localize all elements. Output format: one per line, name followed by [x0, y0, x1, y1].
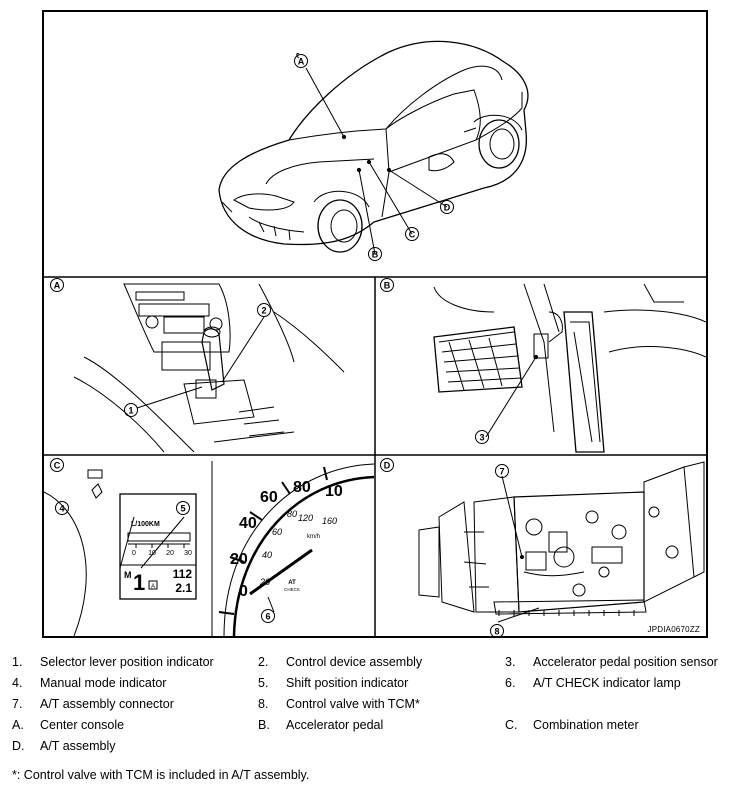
legend-number: 8. — [258, 697, 269, 711]
callout-d-vehicle: D — [444, 203, 451, 213]
callout-7: 7 — [499, 467, 504, 477]
legend-number: 7. — [12, 697, 23, 711]
callout-8: 8 — [494, 627, 499, 637]
shift-position-indicator: 1 — [133, 570, 145, 595]
legend-number: A. — [12, 718, 24, 732]
panel-b-label: B — [384, 281, 391, 291]
accelerator-pedal-drawing — [433, 283, 706, 453]
legend-number: 6. — [505, 676, 516, 690]
display-scale-0: 0 — [132, 550, 136, 557]
figure-code: JPDIA0670ZZ — [647, 625, 700, 634]
display-unit: L/100KM — [131, 521, 160, 528]
callout-4: 4 — [59, 504, 64, 514]
speedometer-labels: 0 20 40 60 80 10 20 40 60 80 120 160 km/… — [230, 479, 343, 600]
panel-a-label: A — [54, 281, 61, 291]
speedo-inner-60: 60 — [272, 527, 282, 537]
speedo-inner-80: 80 — [287, 509, 297, 519]
vehicle-drawing — [218, 40, 529, 255]
callout-6: 6 — [265, 612, 270, 622]
speedo-outer-40: 40 — [239, 515, 257, 532]
component-location-figure: A B C D A B C D 1 2 3 4 5 6 7 8 L/100KM … — [42, 10, 708, 638]
at-check-lamp-line1: AT — [288, 580, 296, 586]
callout-3: 3 — [479, 433, 484, 443]
speedo-inner-20: 20 — [259, 577, 270, 587]
legend-text: A/T assembly connector — [40, 697, 174, 711]
speedo-inner-160: 160 — [322, 516, 337, 526]
legend-number: 1. — [12, 655, 23, 669]
display-a-box: A — [151, 584, 155, 590]
legend-text: A/T assembly — [40, 739, 116, 753]
legend-number: 3. — [505, 655, 516, 669]
footnote: *: Control valve with TCM is included in… — [12, 768, 310, 782]
legend-text: A/T CHECK indicator lamp — [533, 676, 681, 690]
speedo-outer-80: 80 — [293, 479, 311, 496]
callout-a-vehicle: A — [298, 57, 305, 67]
panel-c-label: C — [54, 461, 61, 471]
callout-b-vehicle: B — [372, 250, 379, 260]
callout-1: 1 — [128, 406, 133, 416]
manual-mode-indicator: M — [124, 570, 132, 580]
center-console-drawing — [73, 283, 345, 453]
legend-number: 5. — [258, 676, 269, 690]
figure-drawing: A B C D A B C D 1 2 3 4 5 6 7 8 L/100KM … — [44, 40, 706, 637]
callout-2: 2 — [261, 306, 266, 316]
display-scale-10: 10 — [148, 550, 156, 557]
legend-text: Control device assembly — [286, 655, 423, 669]
legend-text: Manual mode indicator — [40, 676, 167, 690]
legend-number: D. — [12, 739, 25, 753]
legend-text: Accelerator pedal position sensor — [533, 655, 718, 669]
legend-text: Shift position indicator — [286, 676, 409, 690]
display-scale-30: 30 — [184, 550, 192, 557]
speedo-outer-20: 20 — [230, 551, 248, 568]
legend-number: B. — [258, 718, 270, 732]
meter-display: L/100KM 0 10 20 30 M 1 A 112 2.1 — [124, 521, 192, 595]
combination-meter-drawing — [44, 461, 375, 636]
speedo-unit: km/h — [307, 534, 320, 540]
panel-d-label: D — [384, 461, 391, 471]
at-assembly-drawing — [418, 461, 705, 623]
speedo-outer-60: 60 — [260, 489, 278, 506]
callout-c-vehicle: C — [409, 230, 416, 240]
at-check-lamp-line2: CHECK — [284, 587, 300, 592]
speedo-inner-120: 120 — [298, 513, 313, 523]
legend-text: Control valve with TCM* — [286, 697, 420, 711]
callout-5: 5 — [180, 504, 185, 514]
legend-text: Center console — [40, 718, 125, 732]
legend-text: Accelerator pedal — [286, 718, 384, 732]
display-odo: 112 — [173, 567, 193, 581]
legend-text: Selector lever position indicator — [40, 655, 214, 669]
speedo-inner-40: 40 — [262, 550, 272, 560]
speedo-outer-0: 0 — [239, 583, 248, 600]
display-trip: 2.1 — [175, 581, 192, 595]
legend-number: C. — [505, 718, 518, 732]
speedo-outer-100: 10 — [325, 483, 343, 500]
legend-number: 4. — [12, 676, 23, 690]
display-scale-20: 20 — [166, 550, 174, 557]
legend-number: 2. — [258, 655, 269, 669]
legend-text: Combination meter — [533, 718, 639, 732]
